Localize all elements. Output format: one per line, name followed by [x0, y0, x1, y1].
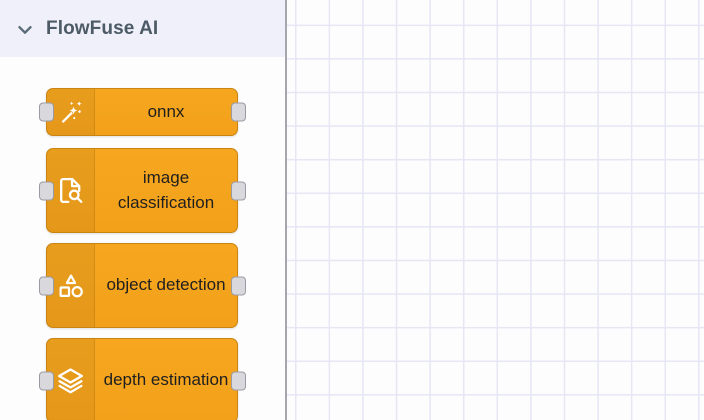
magic-wand-icon: [47, 89, 95, 135]
flow-canvas[interactable]: [287, 0, 704, 420]
palette-category-label: FlowFuse AI: [46, 18, 159, 39]
palette-node-image-classification[interactable]: image classification: [39, 148, 246, 233]
palette-node-depth-estimation[interactable]: depth estimation: [39, 338, 246, 420]
node-output-port[interactable]: [231, 371, 246, 390]
palette-node-onnx[interactable]: onnx: [39, 88, 246, 136]
palette-node-label: image classification: [117, 167, 215, 212]
node-output-port[interactable]: [231, 276, 246, 295]
node-input-port[interactable]: [39, 181, 54, 200]
layers-icon: [47, 339, 95, 420]
node-input-port[interactable]: [39, 276, 54, 295]
palette-canvas-divider[interactable]: [285, 0, 287, 420]
chevron-down-icon: [14, 18, 36, 40]
node-palette: FlowFuse AI onnx: [0, 0, 285, 420]
node-input-port[interactable]: [39, 371, 54, 390]
palette-node-object-detection[interactable]: object detection: [39, 243, 246, 328]
palette-node-list: onnx image classification: [0, 57, 285, 420]
node-input-port[interactable]: [39, 102, 54, 122]
palette-node-label: depth estimation: [103, 370, 229, 390]
palette-node-label: onnx: [147, 101, 185, 121]
node-output-port[interactable]: [231, 102, 246, 122]
palette-node-label: object detection: [106, 275, 226, 295]
node-output-port[interactable]: [231, 181, 246, 200]
document-search-icon: [47, 149, 95, 232]
shapes-icon: [47, 244, 95, 327]
palette-category-flowfuse-ai[interactable]: FlowFuse AI: [0, 0, 285, 57]
